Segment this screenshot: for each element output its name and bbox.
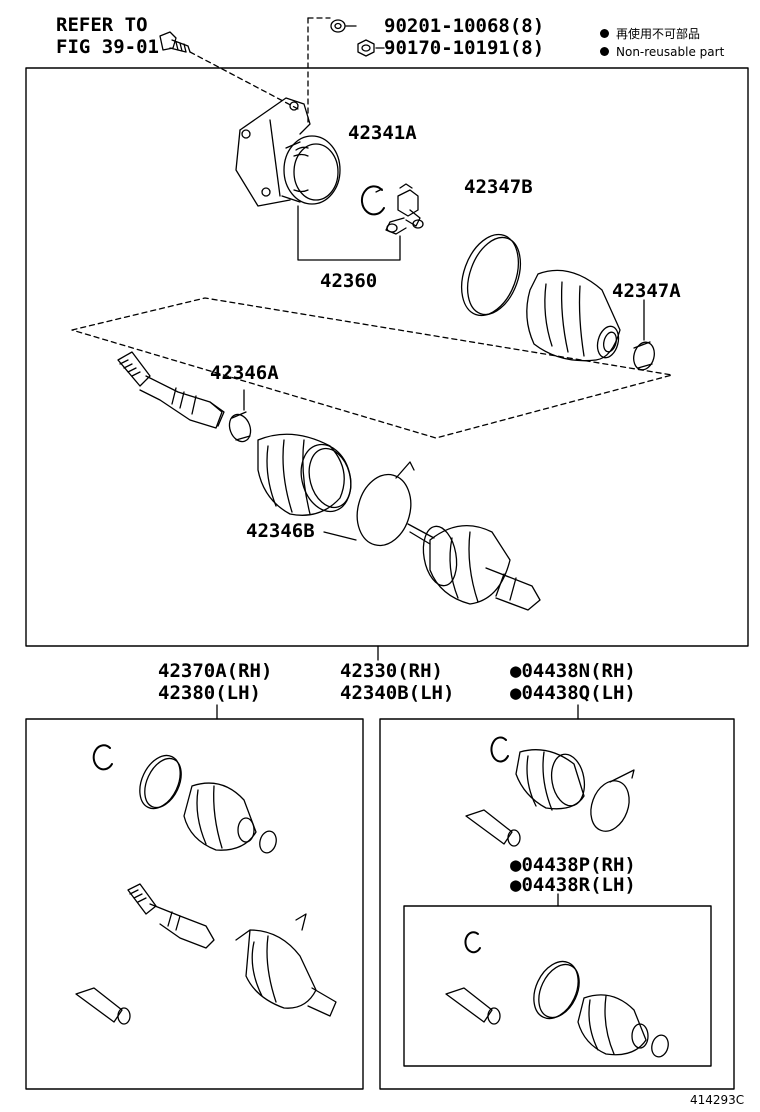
callout-large-band: 42346B [246, 520, 315, 542]
right-sub-kit-frame [403, 905, 712, 1067]
flange-bolt-icon [159, 31, 191, 53]
left-boot-band-icon [139, 754, 182, 810]
sub-outer-boot-icon [577, 994, 649, 1056]
group-right-top-lh: ●04438Q(LH) [510, 682, 636, 704]
main-assembly-frame [25, 67, 749, 647]
inner-joint-icon [407, 523, 541, 611]
refer-line-2: FIG 39-01 [56, 36, 159, 58]
inner-clamp-icon [228, 411, 252, 443]
non-reusable-marker: ● [510, 660, 522, 682]
callout-small-band: 42347A [612, 280, 681, 302]
non-reusable-dot-icon [600, 47, 609, 56]
left-kit-frame [25, 718, 364, 1090]
nut-icon [330, 19, 346, 33]
non-reusable-dot-icon [600, 29, 609, 38]
callout-housing-assy: 42360 [320, 270, 378, 292]
group-right-sub-lh: ●04438R(LH) [510, 874, 636, 896]
sub-grease-tube-icon [445, 987, 501, 1025]
diagram-code: 414293C [690, 1093, 745, 1107]
left-small-band-icon [259, 830, 277, 854]
right-outer-boot-icon [515, 749, 586, 811]
group-main-lh: 42340B(LH) [340, 682, 455, 704]
group-right-top-rh: ●04438N(RH) [510, 660, 636, 682]
group-left-rh: 42370A(RH) [158, 660, 273, 682]
inner-boot-icon [257, 433, 352, 516]
tripod-joint-icon [385, 183, 424, 235]
group-left-lh: 42380(LH) [158, 682, 261, 704]
non-reusable-marker: ● [510, 682, 522, 704]
left-outer-boot-icon [183, 782, 257, 851]
group-main-rh: 42330(RH) [340, 660, 443, 682]
sub-snap-ring-icon [464, 931, 481, 954]
right-boot-band-icon [590, 769, 635, 832]
boot-band-large-icon [461, 233, 522, 317]
legend-en: Non-reusable part [600, 46, 724, 58]
refer-line-1: REFER TO [56, 14, 148, 36]
callout-inner-clamp: 42346A [210, 362, 279, 384]
right-kit-frame [379, 718, 735, 1090]
washer-part-number: 90170-10191(8) [384, 37, 545, 59]
non-reusable-marker: ● [510, 874, 522, 896]
boot-band-open-icon [356, 461, 415, 547]
housing-assy-bracket [297, 205, 401, 261]
right-grease-tube-icon [465, 809, 521, 847]
washer-icon [357, 39, 375, 57]
boot-kit-dashed-outline [71, 297, 673, 439]
snap-ring-icon [360, 185, 385, 216]
non-reusable-marker: ● [510, 854, 522, 876]
left-grease-tube-icon [75, 987, 131, 1025]
drive-shaft-icon [117, 351, 225, 429]
group-right-sub-rh: ●04438P(RH) [510, 854, 636, 876]
sub-boot-band-icon [533, 960, 580, 1020]
callout-snap-ring: 42341A [348, 122, 417, 144]
refer-leader [189, 51, 301, 111]
joint-housing-icon [235, 97, 341, 207]
boot-band-small-icon [633, 341, 655, 371]
nut-part-number: 90201-10068(8) [384, 15, 545, 37]
left-drive-shaft-icon [127, 883, 337, 1017]
legend-jp: 再使用不可部品 [600, 28, 700, 40]
left-snap-ring-icon [92, 744, 113, 771]
sub-small-band-icon [651, 1034, 669, 1058]
outer-boot-icon [526, 269, 621, 362]
right-snap-ring-icon [490, 736, 509, 763]
callout-outer-boot-band: 42347B [464, 176, 533, 198]
